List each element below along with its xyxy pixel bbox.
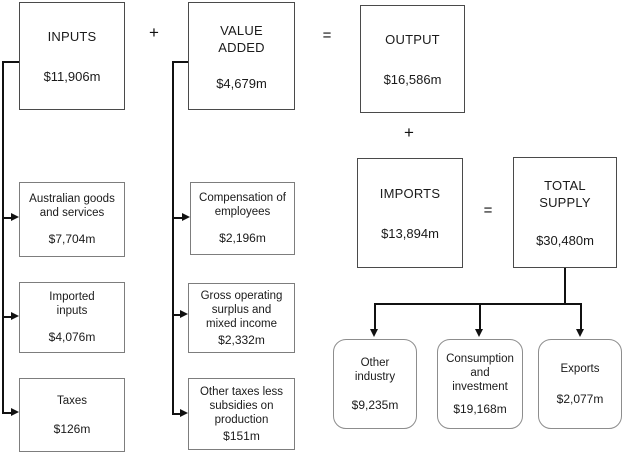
other-industry-value: $9,235m [351, 397, 399, 412]
exports-label: Exports [560, 362, 600, 375]
exports-value: $2,077m [556, 391, 604, 406]
imports-value: $13,894m [381, 226, 439, 241]
taxes-label: Taxes [56, 394, 88, 407]
total-supply-box: TOTAL SUPPLY $30,480m [513, 157, 617, 268]
inputs-label: INPUTS [47, 29, 97, 44]
inputs-branch-vertical-line [2, 61, 4, 413]
gross-operating-surplus-value: $2,332m [218, 332, 265, 347]
gross-operating-surplus-label: Gross operating surplus and mixed income [200, 289, 283, 330]
australian-goods-label: Australian goods and services [29, 193, 115, 219]
inputs-arrow-line-2 [2, 316, 11, 318]
equals-operator-total-supply: = [483, 202, 493, 219]
output-label: OUTPUT [385, 32, 440, 47]
destination-arrowhead-3 [576, 329, 584, 337]
input-component-imported-inputs: Imported inputs $4,076m [19, 282, 125, 353]
inputs-value: $11,906m [43, 69, 101, 84]
plus-operator-inputs: + [149, 23, 159, 42]
value-added-value: $4,679m [216, 75, 267, 91]
destinations-horizontal-line [374, 303, 581, 305]
value-added-arrow-line-2 [172, 314, 180, 316]
total-supply-drop-line [564, 268, 566, 304]
value-added-arrowhead-3 [180, 409, 188, 417]
other-industry-label: Other industry [354, 356, 396, 383]
consumption-investment-value: $19,168m [453, 401, 507, 416]
output-box: OUTPUT $16,586m [360, 5, 465, 113]
compensation-value: $2,196m [219, 231, 266, 245]
output-value: $16,586m [383, 72, 442, 87]
value-added-branch-vertical-line [172, 61, 174, 414]
value-added-branch-stub-line [172, 61, 188, 63]
destination-other-industry: Other industry $9,235m [333, 339, 417, 429]
destination-consumption-investment: Consumption and investment $19,168m [437, 339, 523, 429]
inputs-arrowhead-2 [11, 312, 19, 320]
inputs-arrow-line-3 [2, 412, 11, 414]
input-component-taxes: Taxes $126m [19, 378, 125, 452]
inputs-arrow-line-1 [2, 217, 11, 219]
value-added-arrow-line-3 [172, 413, 180, 415]
destination-arrowhead-2 [475, 329, 483, 337]
value-added-box: VALUE ADDED $4,679m [188, 2, 295, 110]
plus-operator-imports: + [404, 123, 414, 142]
compensation-label: Compensation of employees [199, 192, 286, 218]
destination-arrow-line-3 [580, 303, 582, 329]
destination-arrow-line-2 [479, 303, 481, 329]
equals-operator-output: = [322, 27, 332, 44]
value-added-label: VALUE ADDED [218, 22, 265, 55]
imports-box: IMPORTS $13,894m [357, 158, 463, 268]
other-taxes-value: $151m [223, 428, 260, 443]
destination-arrow-line-1 [374, 303, 376, 329]
imported-inputs-label: Imported inputs [49, 291, 95, 317]
consumption-investment-label: Consumption and investment [446, 352, 514, 393]
total-supply-label: TOTAL SUPPLY [539, 178, 591, 210]
value-added-arrow-line-1 [172, 217, 182, 219]
value-added-component-other-taxes: Other taxes less subsidies on production… [188, 378, 295, 450]
inputs-branch-stub-line [2, 61, 19, 63]
imports-label: IMPORTS [379, 186, 441, 201]
total-supply-value: $30,480m [536, 233, 594, 248]
value-added-arrowhead-2 [180, 310, 188, 318]
other-taxes-label: Other taxes less subsidies on production [199, 385, 284, 426]
value-added-component-gross-operating-surplus: Gross operating surplus and mixed income… [188, 283, 295, 353]
imported-inputs-value: $4,076m [48, 330, 96, 344]
input-component-australian-goods: Australian goods and services $7,704m [19, 182, 125, 257]
value-added-arrowhead-1 [182, 213, 190, 221]
taxes-value: $126m [53, 421, 91, 436]
destination-exports: Exports $2,077m [538, 339, 622, 429]
value-added-component-compensation: Compensation of employees $2,196m [190, 182, 295, 255]
inputs-arrowhead-3 [11, 408, 19, 416]
inputs-box: INPUTS $11,906m [19, 2, 125, 110]
inputs-arrowhead-1 [11, 213, 19, 221]
australian-goods-value: $7,704m [48, 232, 96, 246]
destination-arrowhead-1 [370, 329, 378, 337]
